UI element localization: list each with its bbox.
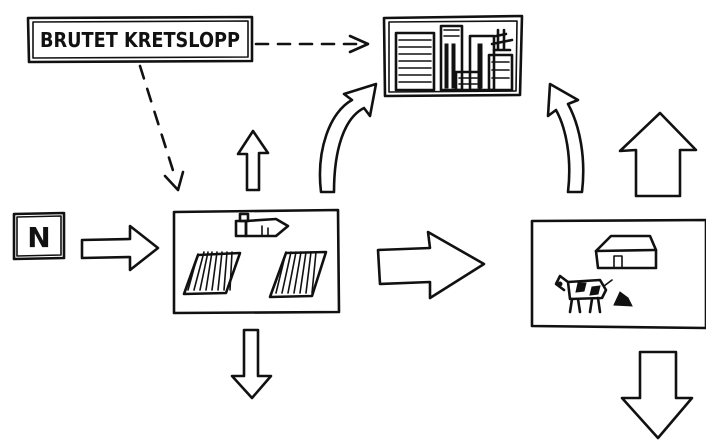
arrow-livestock-down bbox=[620, 350, 694, 440]
arrow-field-to-city bbox=[318, 82, 378, 194]
arrow-field-down bbox=[230, 328, 273, 400]
arrow-livestock-to-city bbox=[546, 82, 585, 194]
cow-icon bbox=[554, 274, 613, 314]
livestock-farm-box bbox=[530, 218, 706, 330]
arrow-nitrogen-to-field bbox=[80, 224, 160, 272]
broken-cycle-text: BRUTET KRETSLOPP bbox=[40, 28, 240, 52]
city-skyline-icon bbox=[394, 24, 514, 92]
arrow-field-up bbox=[236, 129, 270, 192]
dashed-arrow-to-city bbox=[254, 34, 370, 54]
nitrogen-label: N bbox=[27, 221, 50, 254]
arrow-livestock-up bbox=[618, 111, 698, 198]
dashed-arrow-to-field bbox=[138, 64, 185, 192]
barn-icon bbox=[594, 234, 658, 270]
crop-farm-box bbox=[172, 208, 341, 315]
arrow-field-to-livestock bbox=[376, 230, 486, 300]
city-box bbox=[382, 14, 524, 98]
nitrogen-box: N bbox=[12, 211, 66, 261]
crop-field-icon bbox=[182, 250, 328, 299]
broken-cycle-label: BRUTET KRETSLOPP bbox=[26, 15, 254, 64]
barn-icon bbox=[234, 212, 290, 238]
manure-pile-icon bbox=[613, 291, 633, 307]
